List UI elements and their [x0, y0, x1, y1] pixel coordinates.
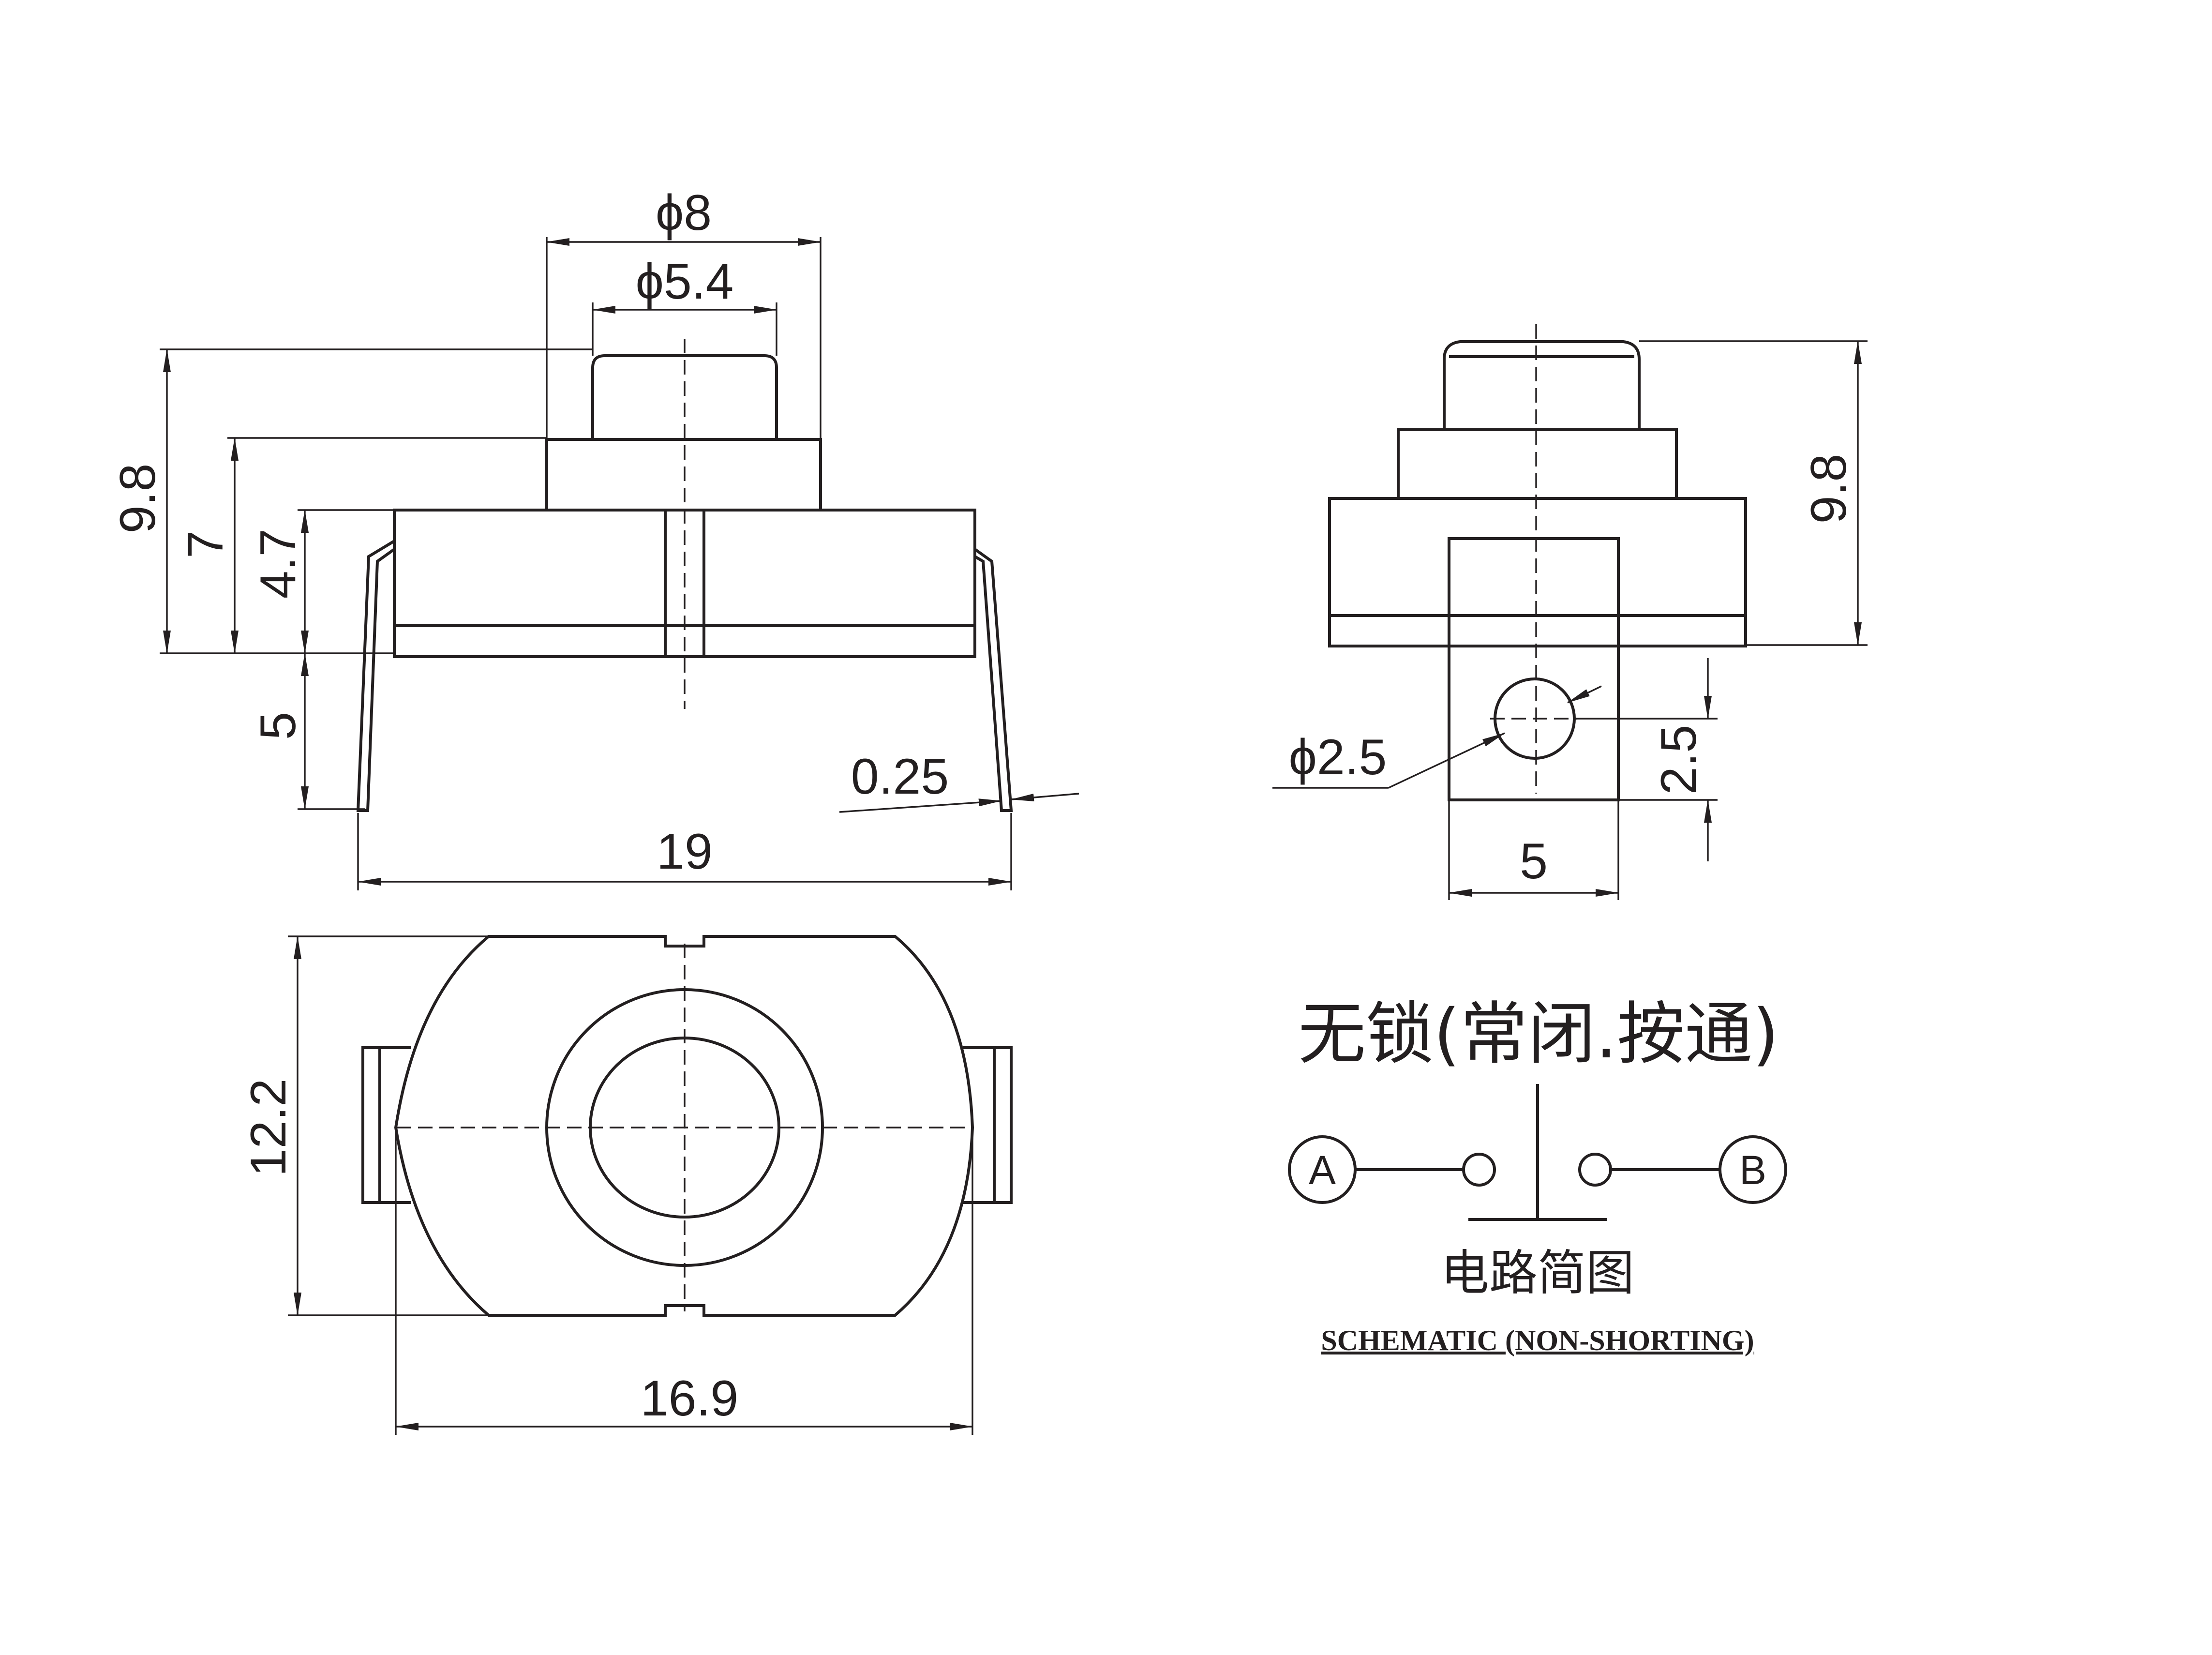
dim-total-height-label: 9.8 — [110, 464, 166, 534]
side-dim-hole-height: 2.5 — [1575, 658, 1718, 861]
side-dim-hole-height-label: 2.5 — [1651, 725, 1707, 795]
dim-pin-length: 5 — [250, 653, 365, 810]
schematic-label-cn: 电路简图 — [1441, 1245, 1634, 1301]
terminal-a-label: A — [1309, 1147, 1336, 1193]
top-body — [361, 935, 1013, 1317]
front-body — [393, 354, 976, 658]
dim-pin-span: 19 — [357, 813, 1012, 890]
schematic: 无锁(常闭.按通) A B 电路简图 SCHEMATIC (NON-SHORTI… — [1288, 995, 1787, 1356]
dim-total-height: 9.8 — [110, 348, 593, 654]
dim-pin-thickness: 0.25 — [839, 749, 1079, 813]
top-dim-height: 12.2 — [240, 935, 489, 1316]
dim-body-height: 4.7 — [250, 509, 394, 654]
dim-pin-span-label: 19 — [657, 824, 713, 880]
terminal-b-label: B — [1739, 1147, 1766, 1193]
top-view: 12.2 16.9 — [240, 935, 1013, 1435]
front-pins — [356, 540, 1013, 812]
dim-outer-diameter: ϕ8 — [546, 185, 822, 439]
contact-left — [1462, 1153, 1496, 1187]
side-dim-total-height-label: 9.8 — [1801, 454, 1857, 524]
side-dim-tab-width: 5 — [1448, 800, 1619, 900]
dim-outer-diameter-label: ϕ8 — [656, 185, 712, 241]
schematic-label-en: SCHEMATIC (NON-SHORTING) — [1321, 1324, 1754, 1356]
side-dim-tab-width-label: 5 — [1520, 833, 1548, 889]
dim-pin-thickness-label: 0.25 — [851, 749, 949, 805]
top-dim-width: 16.9 — [395, 1128, 973, 1435]
front-view: ϕ8 ϕ5.4 9.8 7 4.7 — [110, 185, 1079, 890]
top-dim-width-label: 16.9 — [641, 1370, 738, 1427]
schematic-title: 无锁(常闭.按通) — [1298, 995, 1779, 1074]
dim-body-height-label: 4.7 — [250, 529, 306, 599]
dim-plunger-diameter: ϕ5.4 — [592, 254, 777, 356]
side-dim-hole-diameter-label: ϕ2.5 — [1289, 729, 1387, 785]
top-dim-height-label: 12.2 — [240, 1079, 297, 1176]
side-dim-hole-diameter: ϕ2.5 — [1272, 685, 1602, 789]
dim-collar-height-label: 7 — [178, 530, 234, 558]
side-dim-total-height: 9.8 — [1639, 340, 1868, 646]
contact-right — [1578, 1153, 1612, 1187]
dim-collar-height: 7 — [178, 437, 547, 654]
dim-pin-length-label: 5 — [250, 712, 306, 740]
dim-plunger-diameter-label: ϕ5.4 — [636, 254, 734, 310]
side-body — [1328, 340, 1747, 801]
terminal-b-circle — [1719, 1135, 1787, 1204]
side-view: 9.8 ϕ2.5 2.5 5 — [1272, 324, 1868, 900]
